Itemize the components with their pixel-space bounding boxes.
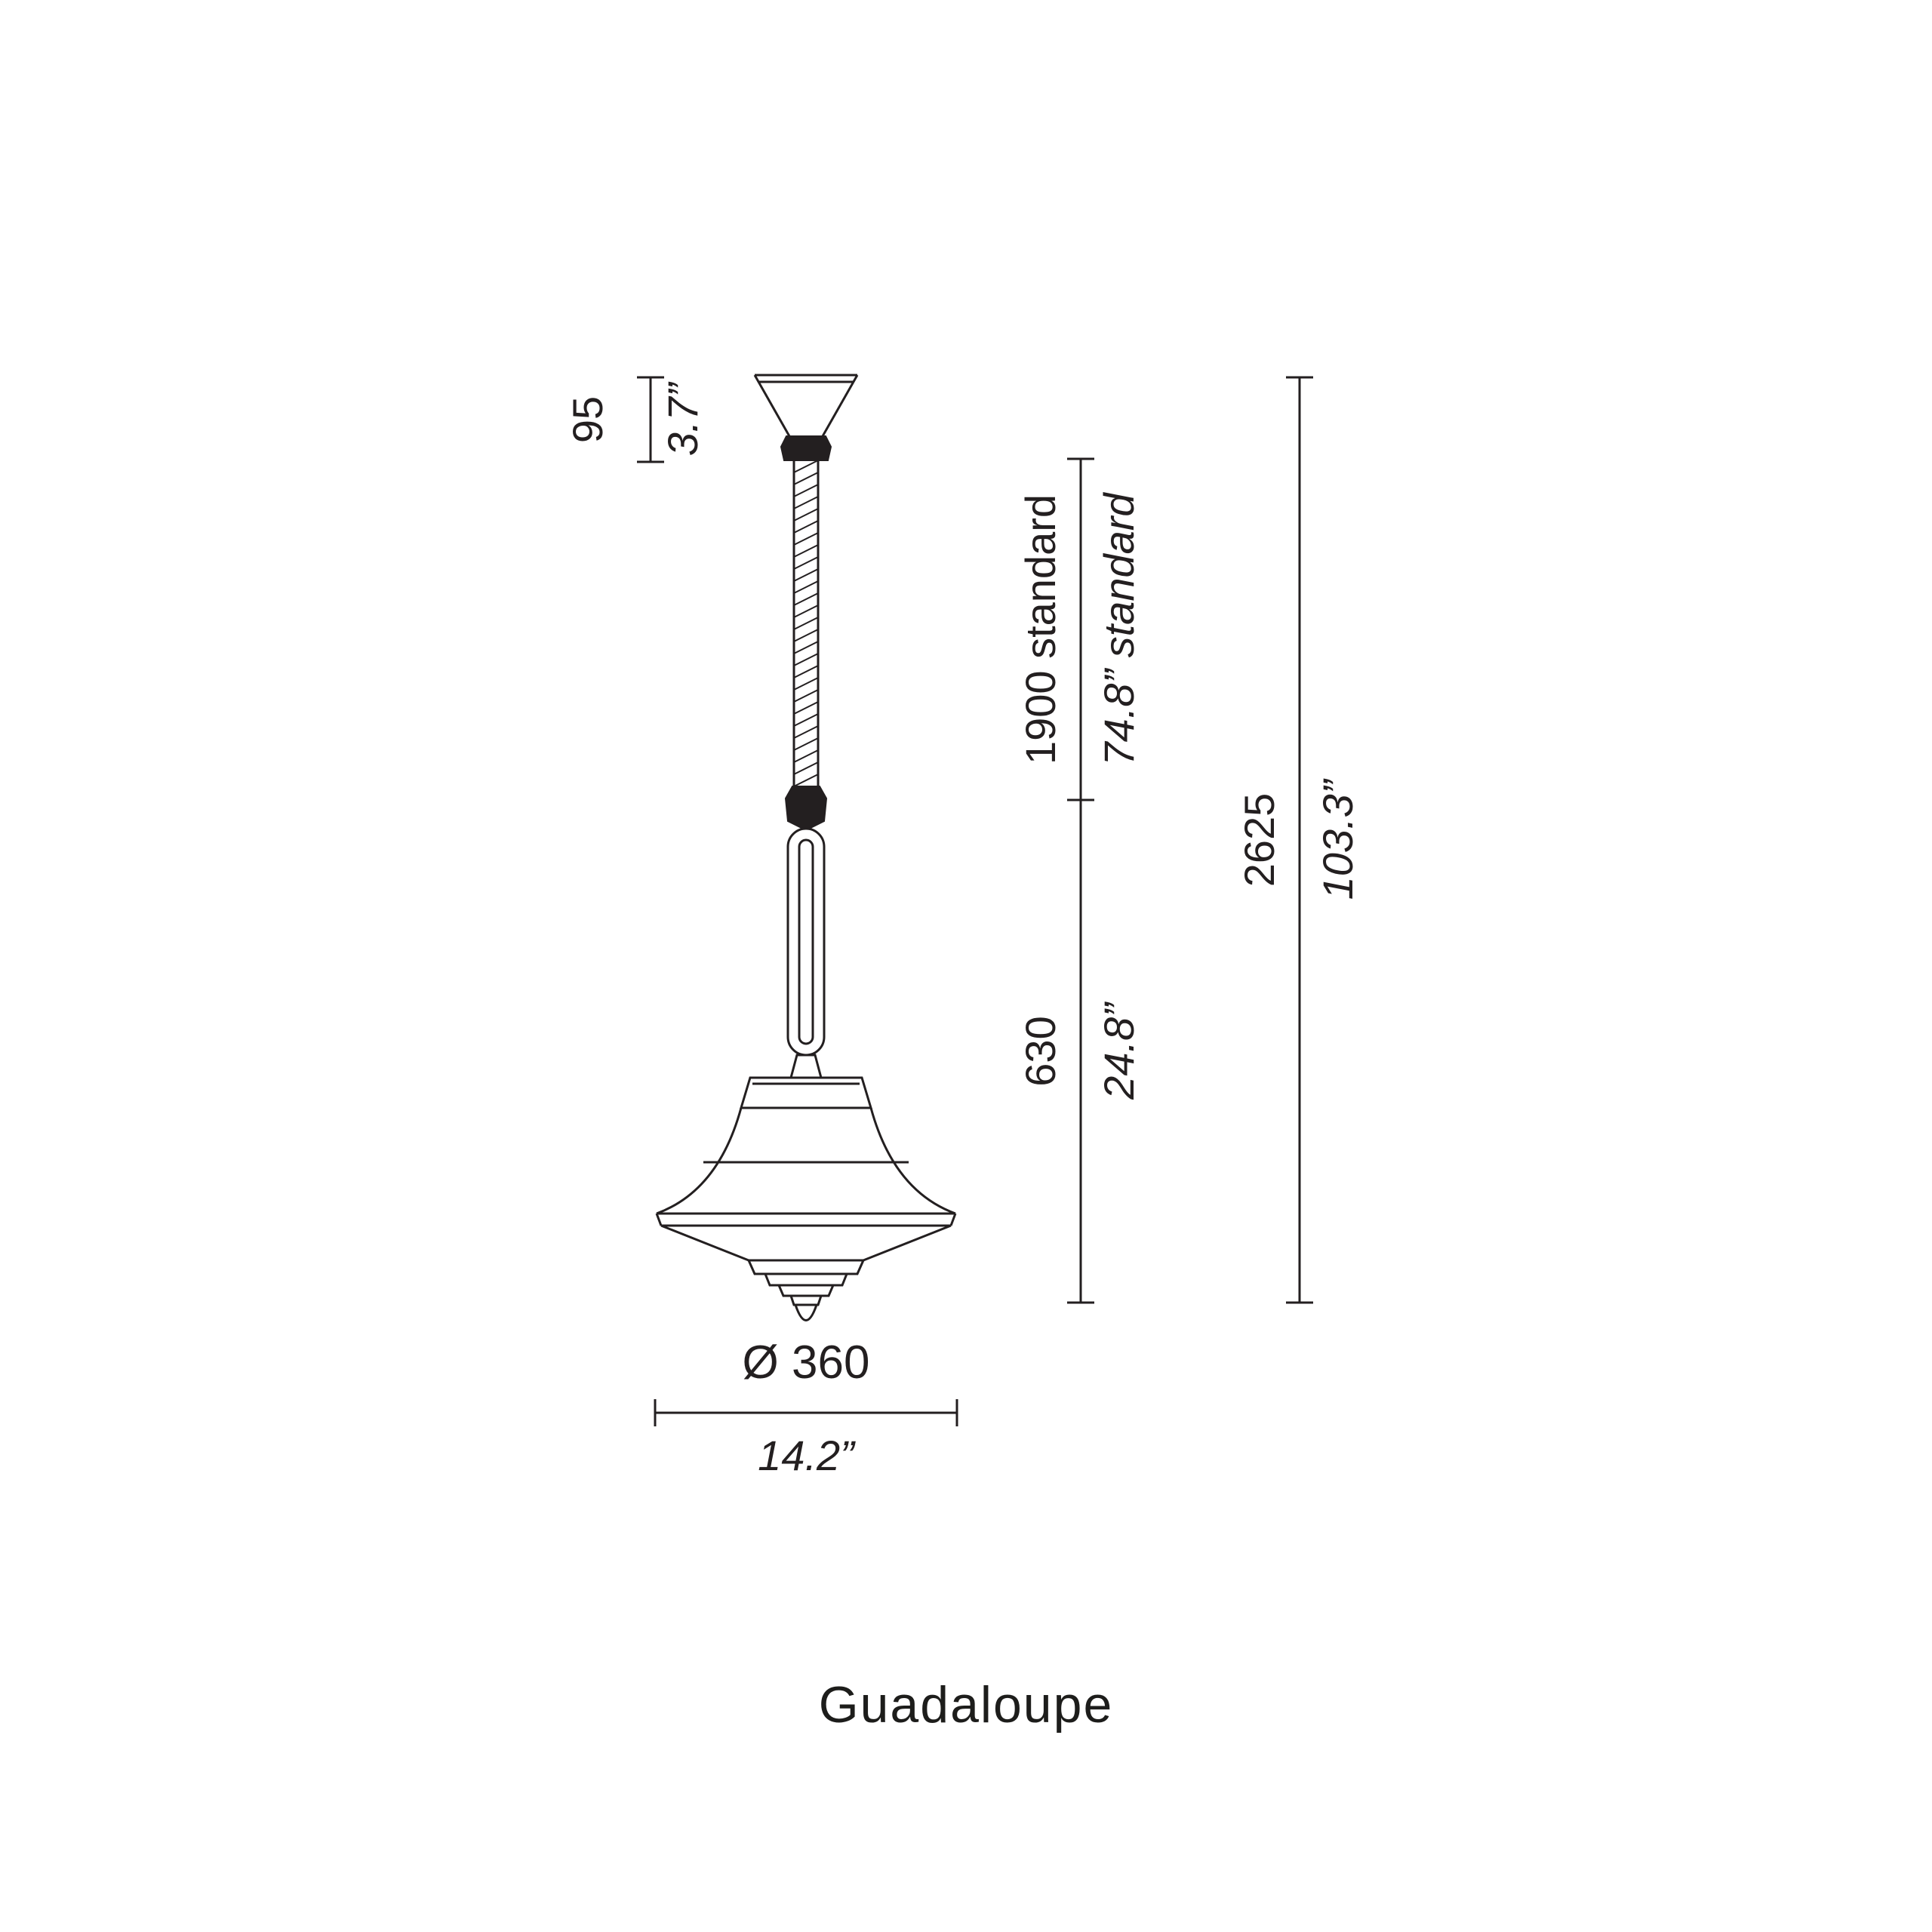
shade-drawing [655,1076,957,1321]
rope-twist-hatching [793,460,819,787]
ceiling-canopy-drawing [753,374,859,461]
stem-inner-loop [798,838,814,1045]
diffuser-step-1 [746,1259,866,1275]
diffuser-step-2 [763,1272,849,1287]
canopy-left-side [753,374,791,437]
body-mm-label: 630 [1017,1016,1064,1086]
canopy-mm-label: 95 [564,396,611,443]
rope-drawing [784,460,828,832]
canopy-inch-label: 3.7” [659,381,706,456]
dimension-total-height: 2625 103.3” [1235,376,1361,1304]
dimension-diameter: Ø 360 14.2” [654,1337,958,1479]
diffuser-step-3 [777,1284,835,1297]
rope-end-whipping [784,786,828,832]
canopy-rope-collar [780,435,832,461]
dimension-canopy-height: 95 3.7” [564,376,706,463]
stem-outer-loop [786,827,826,1057]
shade-rim-tips [655,1213,957,1226]
suspension-inch-label: 74.8” standard [1095,492,1143,766]
diffuser-step-4 [789,1294,823,1306]
body-inch-label: 24.8” [1095,1001,1143,1100]
product-name-caption: Guadaloupe [819,1676,1114,1734]
diameter-mm-label: Ø 360 [743,1337,870,1389]
shade-right-flare [869,1107,956,1215]
diameter-inch-label: 14.2” [758,1432,856,1479]
suspension-body-dim-ticks [1067,457,1094,1304]
canopy-right-side [821,374,859,437]
stem-ferrule [789,1054,823,1079]
suspension-mm-label: 1900 standard [1017,494,1064,764]
diameter-dim-ticks [654,1399,958,1426]
stem-loop-drawing [786,827,826,1079]
diffuser-tip [793,1303,819,1321]
total-dim-ticks [1286,376,1313,1304]
lamp-drawing [655,374,957,1321]
total-inch-label: 103.3” [1314,778,1361,900]
shade-top-collar [739,1076,873,1109]
total-mm-label: 2625 [1235,793,1283,888]
shade-left-flare [656,1107,743,1215]
canopy-dim-ticks [637,376,664,463]
dimension-suspension-and-body: 1900 standard 74.8” standard 630 24.8” [1017,457,1143,1304]
shade-underside [660,1224,952,1262]
